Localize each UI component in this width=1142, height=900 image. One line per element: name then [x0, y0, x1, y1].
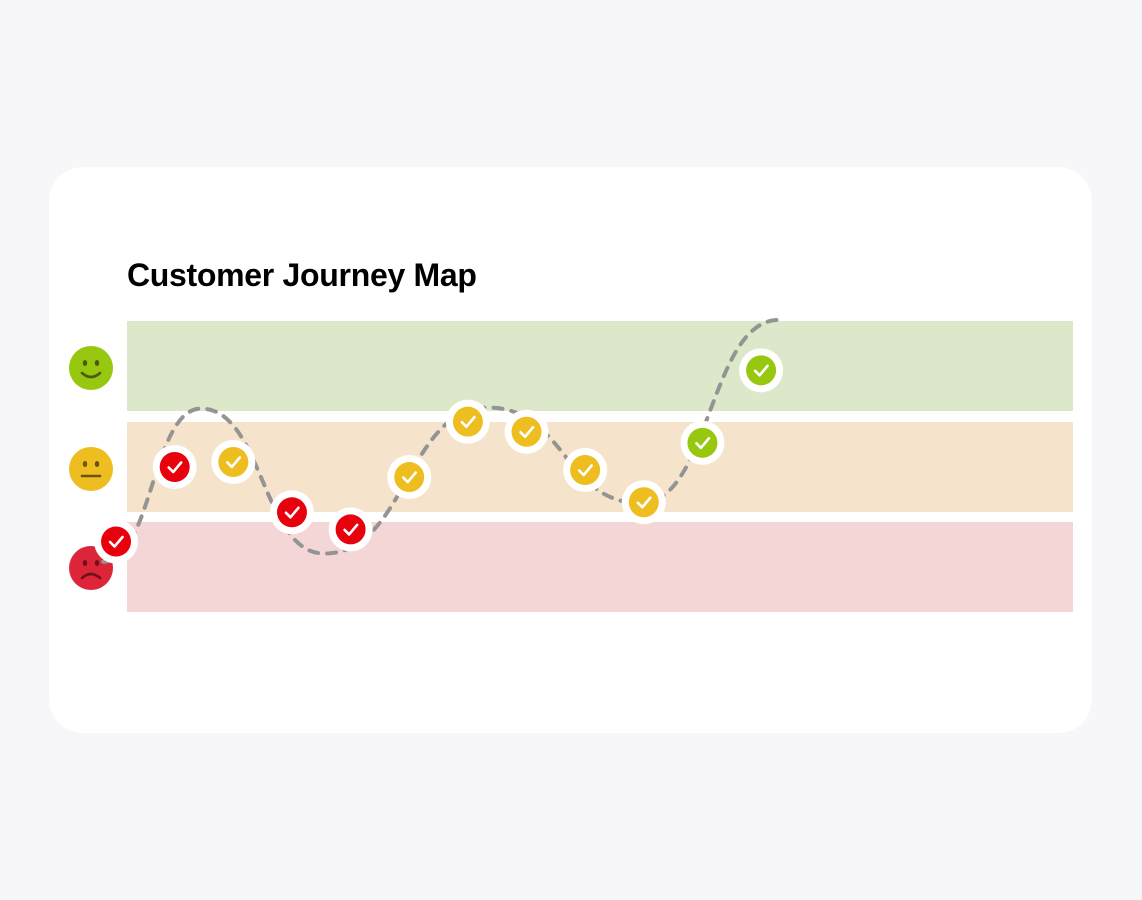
touchpoint-dot: [746, 355, 777, 386]
touchpoint-dot: [628, 487, 659, 518]
touchpoint-marker[interactable]: [621, 480, 666, 525]
check-icon: [167, 461, 183, 474]
check-icon: [695, 437, 711, 450]
touchpoint-marker[interactable]: [211, 439, 256, 484]
touchpoint-marker[interactable]: [152, 444, 197, 489]
touchpoint-marker[interactable]: [563, 448, 608, 493]
happy-face-icon: [69, 346, 113, 390]
journey-path: [101, 317, 781, 564]
check-icon: [401, 471, 418, 484]
touchpoint-dot: [511, 416, 542, 447]
touchpoint-marker[interactable]: [445, 399, 490, 444]
check-icon: [108, 535, 124, 548]
touchpoint-dot: [335, 514, 366, 545]
check-icon: [753, 364, 769, 377]
touchpoint-marker[interactable]: [94, 519, 139, 564]
touchpoint-dot: [101, 526, 132, 557]
check-icon: [460, 415, 476, 428]
touchpoint-dot: [687, 427, 718, 458]
neutral-face-icon: [69, 447, 113, 491]
check-icon: [343, 523, 359, 536]
touchpoint-dot: [218, 446, 249, 477]
check-icon: [577, 464, 593, 477]
touchpoint-dot: [276, 497, 307, 528]
touchpoint-marker[interactable]: [680, 420, 725, 465]
touchpoint-marker[interactable]: [269, 490, 314, 535]
touchpoint-dot: [159, 451, 190, 482]
touchpoint-marker[interactable]: [387, 455, 432, 500]
negative-band: [127, 522, 1073, 612]
check-icon: [284, 506, 300, 519]
page-title: Customer Journey Map: [127, 257, 477, 293]
check-icon: [519, 425, 535, 439]
touchpoint-dot: [394, 462, 425, 493]
check-icon: [226, 456, 242, 469]
touchpoint-marker[interactable]: [504, 409, 549, 454]
touchpoint-marker[interactable]: [739, 348, 784, 393]
touchpoint-marker[interactable]: [328, 507, 373, 552]
check-icon: [636, 496, 652, 509]
touchpoint-dot: [570, 455, 601, 486]
touchpoint-dot: [452, 406, 483, 437]
positive-band: [127, 321, 1073, 411]
